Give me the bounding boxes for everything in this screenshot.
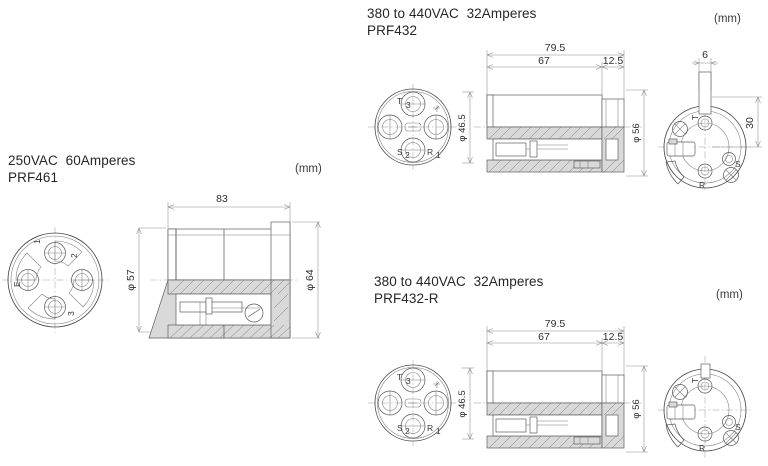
prf461-pin-label-e: E bbox=[12, 281, 22, 287]
prf432r-dim-125: 12.5 bbox=[603, 331, 624, 343]
prf432r-pin-num-2: 2 bbox=[405, 426, 410, 436]
prf432r-pin-num-1: 1 bbox=[436, 426, 441, 436]
prf461-title-line1: 250VAC 60Amperes bbox=[8, 153, 136, 168]
prf461-pin-label-1: 1 bbox=[32, 239, 42, 244]
prf432r-pin-num-3: 3 bbox=[406, 376, 411, 386]
prf432r-title-line2: PRF432-R bbox=[374, 291, 439, 306]
prf432r-unit-label: (mm) bbox=[716, 289, 743, 301]
prf432r-dim-chain: 79.5 67 12.5 bbox=[486, 318, 625, 382]
prf432r-dim-795: 79.5 bbox=[545, 318, 566, 330]
prf432r-rear-label-t: T bbox=[690, 378, 700, 383]
prf461-dim-dia-left: φ 57 bbox=[125, 269, 137, 291]
prf461-front-view: 1 2 3 E bbox=[2, 227, 108, 333]
prf432-title-line2: PRF432 bbox=[367, 23, 418, 38]
prf432r-label-dia465: φ 46.5 bbox=[457, 390, 468, 417]
prf432-pin-label-t: T bbox=[397, 96, 402, 106]
prf432r-pin-label-r: R bbox=[427, 423, 433, 433]
prf432-pin-num-3: 3 bbox=[406, 100, 411, 110]
prf432-dim-chain: 79.5 67 12.5 bbox=[486, 42, 625, 106]
prf432-pin-label-r: R bbox=[427, 147, 433, 157]
prf432-rear-label-s: S bbox=[735, 159, 741, 169]
prf461-dim-dia-right: φ 64 bbox=[304, 269, 316, 291]
prf432r-label-dia56: φ 56 bbox=[631, 399, 642, 418]
prf432-pin-label-s: S bbox=[397, 147, 403, 157]
prf432r-pin-label-t: T bbox=[397, 372, 402, 382]
prf432r-dim-67: 67 bbox=[538, 331, 550, 343]
prf432-dim-dia-front: φ 46.5 bbox=[457, 91, 474, 164]
prf432-rear-label-r: R bbox=[699, 180, 705, 190]
prf432r-dim-dia-front: φ 46.5 bbox=[457, 367, 474, 440]
prf432r-rear-label-s: S bbox=[735, 422, 741, 432]
prf432-label-dia56: φ 56 bbox=[631, 123, 642, 142]
prf432-dim-67: 67 bbox=[538, 55, 550, 67]
prf432r-side-view bbox=[474, 370, 642, 449]
prf432-pin-num-2: 2 bbox=[405, 150, 410, 160]
prf432-unit-label: (mm) bbox=[714, 13, 741, 25]
prf432-rear-view: 6 30 T S R bbox=[658, 49, 762, 192]
prf461-dim-length: 83 bbox=[216, 193, 228, 205]
prf432-dim-125: 12.5 bbox=[603, 55, 624, 67]
prf432-side-view bbox=[474, 94, 642, 173]
prf461-side-view: 83 φ 57 φ 64 bbox=[125, 193, 321, 339]
prf432-front-view: T S R 2 1 3 bbox=[368, 84, 458, 170]
prf432r-rear-label-r: R bbox=[699, 443, 705, 453]
prf432r-pin-label-s: S bbox=[397, 423, 403, 433]
prf432r-drawing: T S R 2 1 3 φ 46.5 79.5 67 12.5 bbox=[362, 318, 768, 466]
prf432-drawing: T S R 2 1 3 φ 46.5 79.5 67 12.5 bbox=[362, 42, 768, 192]
prf432-dim-6: 6 bbox=[702, 49, 708, 61]
prf432r-title-line1: 380 to 440VAC 32Amperes bbox=[374, 274, 544, 289]
prf432-pin-num-1: 1 bbox=[436, 150, 441, 160]
prf461-pin-label-3: 3 bbox=[66, 311, 76, 316]
prf432-dim-30: 30 bbox=[744, 117, 756, 129]
prf432-dim-flange-dia: φ 56 bbox=[626, 89, 648, 177]
prf461-unit-label: (mm) bbox=[295, 163, 322, 175]
prf432-title-line1: 380 to 440VAC 32Amperes bbox=[367, 6, 537, 21]
prf461-title-line2: PRF461 bbox=[8, 170, 59, 185]
prf432-label-dia465: φ 46.5 bbox=[457, 114, 468, 141]
prf432r-front-view: T S R 2 1 3 bbox=[368, 360, 458, 446]
prf432-rear-label-t: T bbox=[690, 115, 700, 120]
prf432r-rear-view: T S R bbox=[658, 356, 752, 458]
prf461-drawing: 1 2 3 E 83 φ 57 φ 64 bbox=[0, 180, 340, 360]
prf432-dim-795: 79.5 bbox=[545, 42, 566, 54]
prf461-pin-label-2: 2 bbox=[69, 253, 79, 258]
prf432r-dim-flange-dia: φ 56 bbox=[626, 365, 648, 453]
